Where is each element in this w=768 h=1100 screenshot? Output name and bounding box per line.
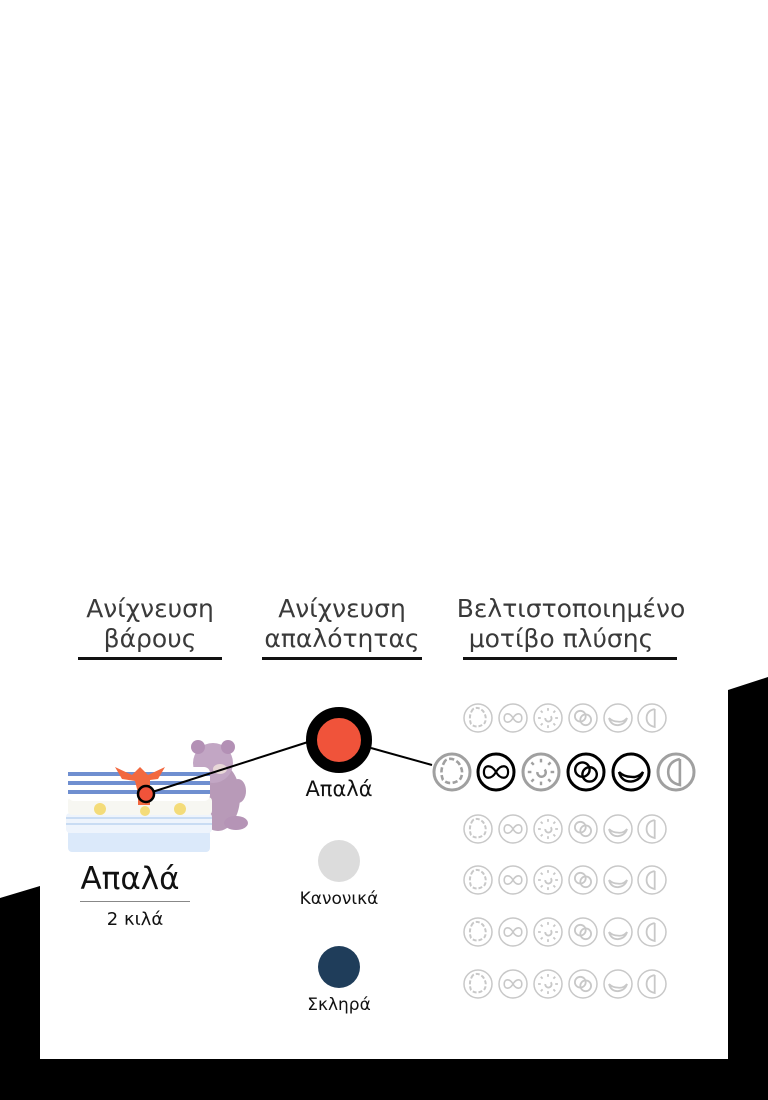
filtration-icon	[637, 865, 667, 895]
swing-icon	[498, 969, 528, 999]
weight-value: 2 κιλά	[106, 909, 164, 930]
softness-option-hard	[318, 946, 360, 988]
header-underline	[262, 657, 422, 660]
scrubbing-icon	[603, 969, 633, 999]
swing-icon	[498, 703, 528, 733]
wash-pattern-row-1	[463, 703, 667, 733]
softness-option-soft	[306, 707, 372, 773]
header-weight-detection: Ανίχνευση βάρους	[78, 594, 222, 660]
stepping-icon	[533, 814, 563, 844]
stepping-icon	[533, 917, 563, 947]
scrubbing-icon	[603, 917, 633, 947]
swing-icon	[498, 865, 528, 895]
softness-label-soft: Απαλά	[305, 777, 373, 801]
filtration-icon	[637, 917, 667, 947]
wash-pattern-row-6	[463, 969, 667, 999]
clothes-stack-image	[66, 740, 248, 852]
header-underline	[78, 657, 222, 660]
filtration-icon	[656, 752, 696, 792]
rolling-icon	[432, 752, 472, 792]
tumbling-icon	[568, 703, 598, 733]
header-softness-detection: Ανίχνευση απαλότητας	[262, 594, 422, 660]
rolling-icon	[463, 865, 493, 895]
scrubbing-icon	[603, 814, 633, 844]
rolling-icon	[463, 917, 493, 947]
softness-option-normal	[318, 840, 360, 882]
header-underline	[463, 657, 677, 660]
stepping-icon	[521, 752, 561, 792]
rolling-icon	[463, 814, 493, 844]
detection-marker	[136, 784, 156, 804]
tumbling-icon	[568, 865, 598, 895]
filtration-icon	[637, 703, 667, 733]
tumbling-icon	[568, 814, 598, 844]
swing-icon	[498, 814, 528, 844]
soft-swatch	[306, 707, 372, 773]
weight-result-label: Απαλά	[80, 861, 180, 897]
scrubbing-icon	[603, 865, 633, 895]
scrubbing-icon	[611, 752, 651, 792]
swing-icon	[498, 917, 528, 947]
wash-pattern-row-4	[463, 865, 667, 895]
stepping-icon	[533, 703, 563, 733]
wash-pattern-row-5	[463, 917, 667, 947]
wash-pattern-row-2-active	[432, 752, 696, 792]
tumbling-icon	[568, 917, 598, 947]
filtration-icon	[637, 814, 667, 844]
tumbling-icon	[566, 752, 606, 792]
softness-label-hard: Σκληρά	[307, 995, 371, 1015]
header-optimized-wash-pattern: Βελτιστοποιημένο μοτίβο πλύσης	[448, 594, 694, 660]
rolling-icon	[463, 703, 493, 733]
stepping-icon	[533, 969, 563, 999]
swing-icon	[476, 752, 516, 792]
scrubbing-icon	[603, 703, 633, 733]
stepping-icon	[533, 865, 563, 895]
weight-divider	[80, 901, 190, 902]
softness-label-normal: Κανονικά	[299, 889, 379, 909]
filtration-icon	[637, 969, 667, 999]
wash-pattern-row-3	[463, 814, 667, 844]
rolling-icon	[463, 969, 493, 999]
tumbling-icon	[568, 969, 598, 999]
